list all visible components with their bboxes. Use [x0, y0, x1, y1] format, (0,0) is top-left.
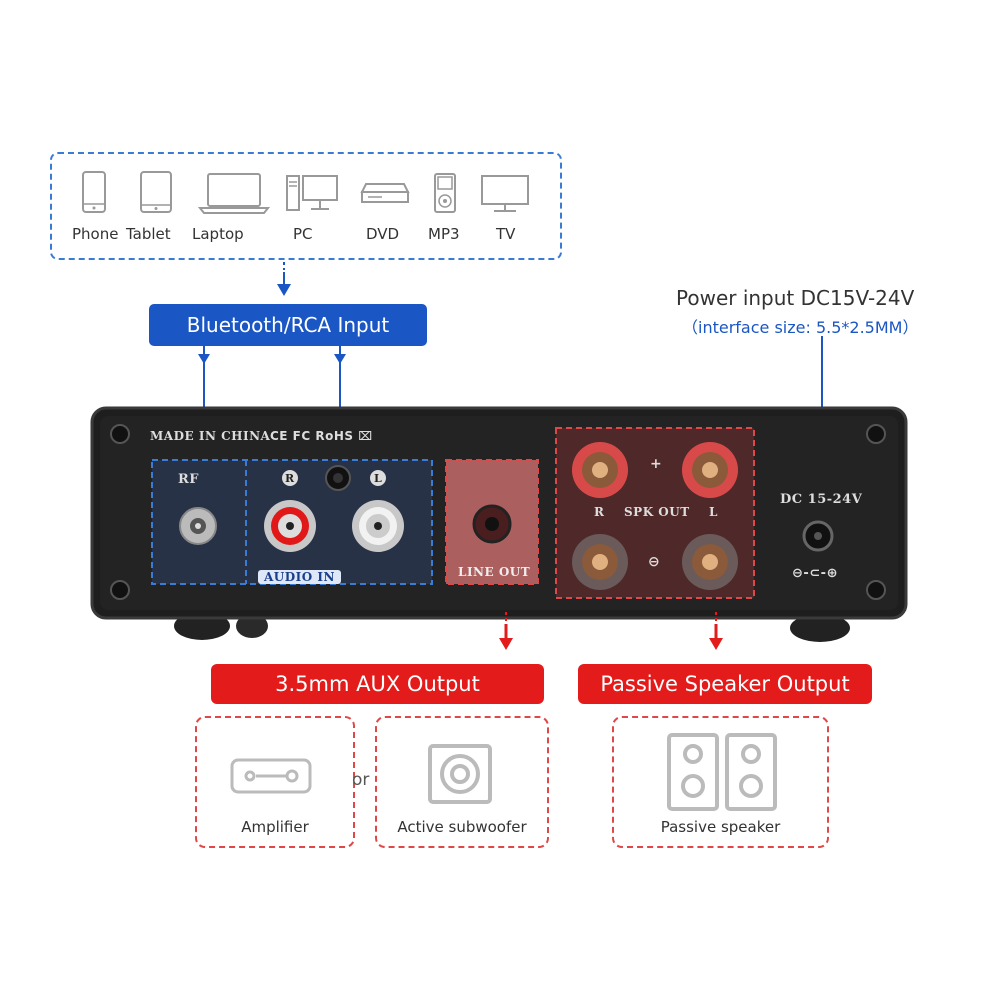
panel-polarity-label: ⊖-⊂-⊕ — [792, 566, 838, 581]
panel-audio-in-label: AUDIO IN — [258, 570, 342, 584]
subwoofer-icon — [428, 744, 492, 804]
power-input-title: Power input DC15V-24V — [676, 286, 915, 310]
source-label-laptop: Laptop — [192, 225, 244, 243]
tv-icon — [481, 175, 529, 212]
subwoofer-box — [375, 716, 549, 848]
panel-spk-out-label: SPK OUT — [624, 505, 690, 519]
subwoofer-label: Active subwoofer — [397, 818, 527, 836]
amplifier-panel — [90, 406, 908, 642]
passive-speaker-label: Passive speaker — [660, 818, 781, 836]
amplifier-label: Amplifier — [241, 818, 309, 836]
amplifier-box — [195, 716, 355, 848]
panel-line-out-label: LINE OUT — [458, 565, 531, 579]
panel-minus-label: ⊖ — [648, 554, 661, 570]
source-label-tablet: Tablet — [126, 225, 171, 243]
source-label-mp3: MP3 — [428, 225, 460, 243]
power-input-subtitle: （interface size: 5.5*2.5MM） — [682, 318, 919, 337]
panel-l-label: L — [374, 472, 383, 485]
source-devices-box — [50, 152, 562, 260]
input-banner: Bluetooth/RCA Input — [149, 304, 427, 346]
tablet-icon — [140, 171, 172, 213]
aux-arrow-down-icon — [499, 612, 513, 650]
arrow-down-icon — [277, 262, 291, 296]
laptop-icon — [198, 173, 270, 214]
panel-spk-l-label: L — [709, 505, 718, 519]
source-label-dvd: DVD — [366, 225, 400, 243]
panel-spk-r-label: R — [594, 505, 605, 519]
source-label-phone: Phone — [72, 225, 119, 243]
pc-icon — [286, 175, 338, 211]
panel-cert-marks: CE FC RoHS ⌧ — [270, 429, 373, 443]
speaker-output-banner: Passive Speaker Output — [578, 664, 872, 704]
amplifier-icon — [230, 758, 312, 794]
passive-speaker-box — [612, 716, 829, 848]
panel-r-label: R — [285, 472, 295, 485]
or-label: or — [352, 770, 370, 790]
panel-dc-label: DC 15-24V — [780, 492, 863, 507]
passive-speaker-icon — [667, 733, 777, 811]
mp3-icon — [434, 173, 456, 213]
dvd-icon — [360, 183, 410, 203]
panel-plus-label: + — [650, 456, 663, 472]
speaker-arrow-down-icon — [709, 612, 723, 650]
aux-output-banner: 3.5mm AUX Output — [211, 664, 544, 704]
panel-rf-label: RF — [178, 472, 200, 487]
source-label-tv: TV — [496, 225, 516, 243]
source-label-pc: PC — [293, 225, 313, 243]
phone-icon — [82, 171, 106, 213]
panel-made-in-china: MADE IN CHINA — [150, 429, 271, 443]
